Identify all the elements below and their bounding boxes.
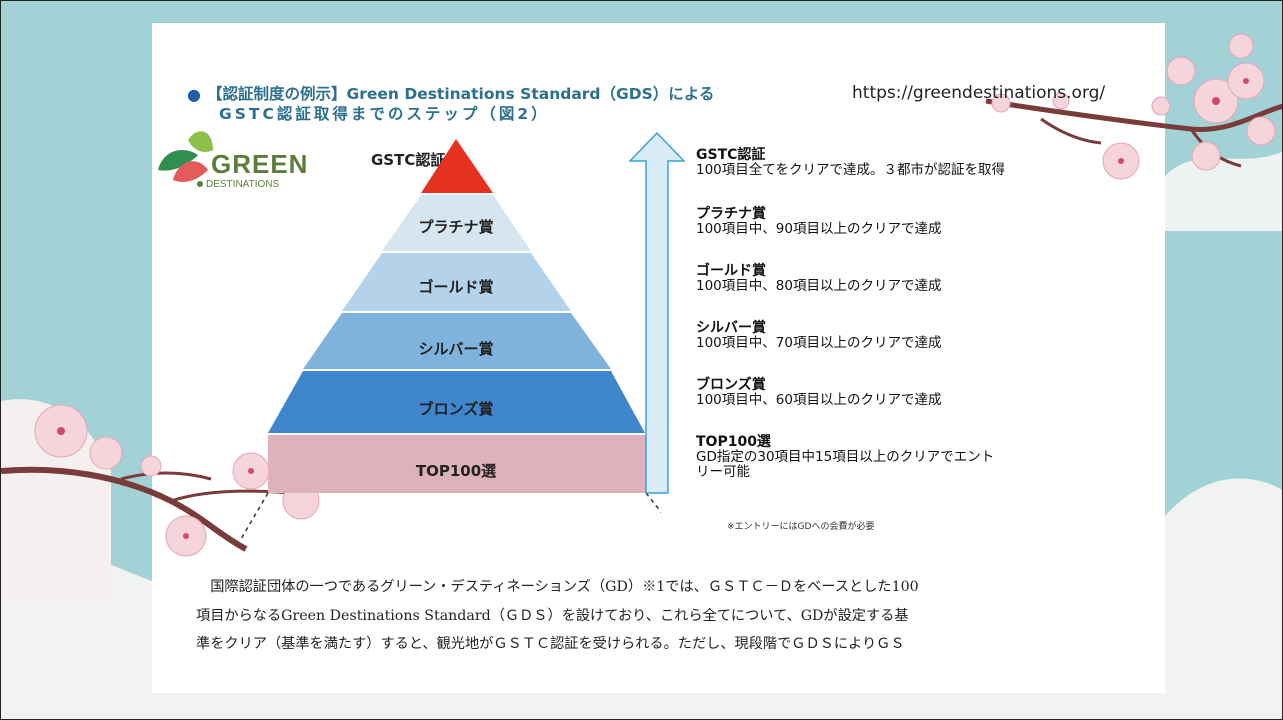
body-paragraph: 国際認証団体の一つであるグリーン・デスティネーションズ（GD）※1では、ＧＳＴＣ… [196,573,1126,659]
step-gstc: GSTC認証 100項目全てをクリアで達成。３都市が認証を取得 [696,148,1005,178]
step-gold: ゴールド賞 100項目中、80項目以上のクリアで達成 [696,264,941,294]
level-label-bronze: ブロンズ賞 [418,400,494,418]
body-line-2: 項目からなるGreen Destinations Standard（ＧＤＳ）を設… [196,607,909,624]
logo-name: GREEN [211,149,309,179]
dashed-line-right [645,492,661,514]
step-title: GSTC認証 [696,147,766,163]
step-text: 100項目中、60項目以上のクリアで達成 [696,392,942,408]
step-bronze: ブロンズ賞 100項目中、60項目以上のクリアで達成 [696,378,941,408]
pyramid-level-platinum [382,195,531,251]
step-text: 100項目全てをクリアで達成。３都市が認証を取得 [696,162,1005,178]
step-text: 100項目中、80項目以上のクリアで達成 [696,278,942,294]
pyramid-apex [421,139,493,193]
step-title: シルバー賞 [696,320,766,336]
step-title: ブロンズ賞 [696,377,766,393]
step-text: 100項目中、90項目以上のクリアで達成 [696,221,942,237]
logo-subtitle: DESTINATIONS [206,179,280,190]
level-label-platinum: プラチナ賞 [418,218,494,236]
level-label-top100: TOP100選 [415,462,497,480]
step-title: ゴールド賞 [696,263,766,279]
logo-dot [197,181,203,187]
body-line-1: 国際認証団体の一つであるグリーン・デスティネーションズ（GD）※1では、ＧＳＴＣ… [196,579,919,595]
pyramid-level-gold [342,253,571,311]
bullet-icon: ● [187,85,201,104]
heading-line-2: GSTC認証取得までのステップ（図2） [219,105,550,123]
membership-note: ※エントリーにはGDへの会費が必要 [727,522,875,532]
step-top100: TOP100選 GD指定の30項目中15項目以上のクリアでエント リー可能 [696,435,994,480]
figure-heading: ● 【認証制度の例示】Green Destinations Standard（G… [187,84,715,124]
step-text-cont: リー可能 [696,464,750,480]
level-label-silver: シルバー賞 [418,340,494,358]
pyramid-top-label: GSTC認証 [371,151,446,169]
source-url[interactable]: https://greendestinations.org/ [852,83,1106,103]
pyramid-level-silver [303,313,611,369]
heading-line-1: 【認証制度の例示】Green Destinations Standard（GDS… [207,85,715,103]
step-title: TOP100選 [696,434,771,450]
step-platinum: プラチナ賞 100項目中、90項目以上のクリアで達成 [696,207,941,237]
step-text: GD指定の30項目中15項目以上のクリアでエント [696,449,995,465]
step-title: プラチナ賞 [696,206,766,222]
pyramid-level-top100 [268,435,646,493]
body-line-3: 準をクリア（基準を満たす）すると、観光地がＧＳＴＣ認証を受けられる。ただし、現段… [196,636,905,652]
green-destinations-logo-icon [158,131,213,182]
pyramid-level-bronze [268,371,645,433]
level-label-gold: ゴールド賞 [418,278,494,296]
step-text: 100項目中、70項目以上のクリアで達成 [696,335,942,351]
certification-pyramid [241,139,661,541]
step-silver: シルバー賞 100項目中、70項目以上のクリアで達成 [696,321,941,351]
